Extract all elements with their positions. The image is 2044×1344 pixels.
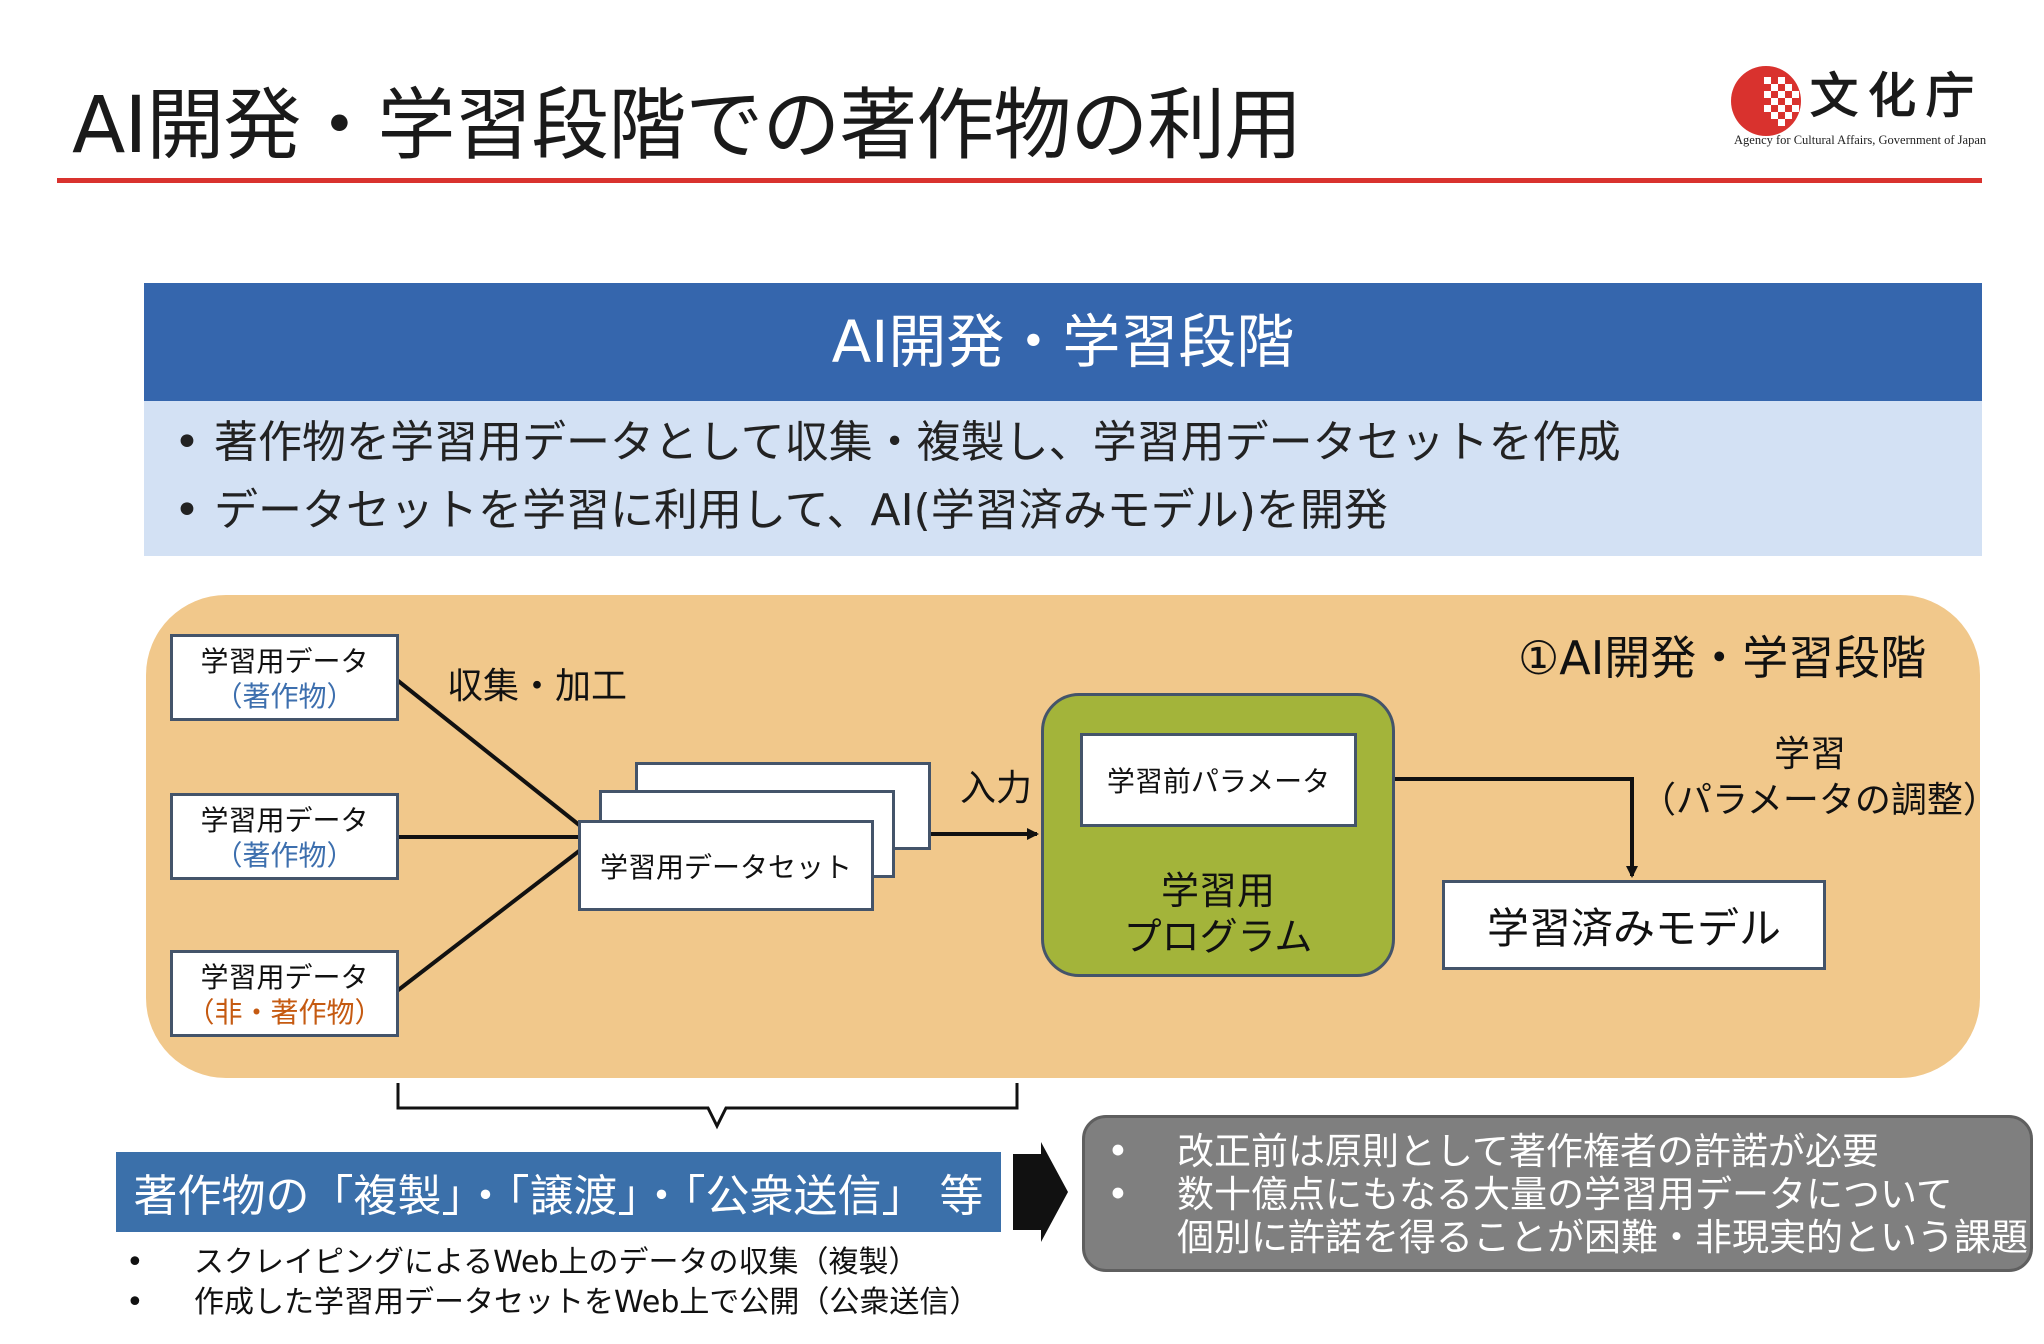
page-title: AI開発・学習段階での著作物の利用 [72,81,1302,171]
program-label: 学習用 プログラム [1123,869,1313,959]
copyright-acts-title: 著作物の「複製」・「譲渡」・「公衆送信」 等 [133,1171,984,1222]
input-label: 入力 [960,768,1033,809]
connector-line [395,678,585,830]
data-source-box: 学習用データ （著作物） [170,634,399,721]
summary-panel: •著作物を学習用データとして収集・複製し、学習用データセットを作成 •データセッ… [144,401,1982,556]
example-list: •スクレイピングによるWeb上のデータの収集（複製） •作成した学習用データセッ… [122,1243,979,1323]
banner-title: AI開発・学習段階 [831,308,1295,376]
learning-arrow [1356,777,1638,878]
note-item: •改正前は原則として著作権者の許諾が必要 [1107,1130,1879,1173]
summary-bullet: •著作物を学習用データとして収集・複製し、学習用データセットを作成 [174,417,1621,468]
right-arrow-icon [1013,1142,1068,1242]
learning-label: 学習 （パラメータの調整） [1640,734,1999,821]
stage-banner: AI開発・学習段階 [144,283,1982,401]
note-item: •数十億点にもなる大量の学習用データについて [1107,1173,1953,1216]
data-source-box: 学習用データ （著作物） [170,793,399,880]
logo-mark-icon [1731,66,1801,136]
data-source-box: 学習用データ （非・著作物） [170,950,399,1037]
agency-logo [1728,58,2028,158]
copyright-acts-banner: 著作物の「複製」・「譲渡」・「公衆送信」 等 [116,1152,1001,1232]
logo-subtitle: Agency for Cultural Affairs, Government … [1734,133,1987,147]
summary-bullet: •データセットを学習に利用して、AI(学習済みモデル)を開発 [174,485,1388,536]
list-item: •作成した学習用データセットをWeb上で公開（公衆送信） [126,1285,980,1320]
list-item: •スクレイピングによるWeb上のデータの収集（複製） [126,1245,919,1280]
stage-label: ①AI開発・学習段階 [1518,631,1927,685]
title-divider [57,178,1982,183]
connector-line [395,846,585,993]
brace-icon [396,1083,1019,1130]
logo-text: 文化庁 [1810,68,1985,124]
note-item-continued: 個別に許諾を得ることが困難・非現実的という課題 [1177,1216,2028,1259]
issue-note-box: •改正前は原則として著作権者の許諾が必要 •数十億点にもなる大量の学習用データに… [1082,1115,2033,1272]
dataset-box: 学習用データセット [578,820,874,911]
trained-model-box: 学習済みモデル [1442,880,1826,970]
parameter-box: 学習前パラメータ [1080,733,1357,827]
collect-label: 収集・加工 [447,666,628,707]
